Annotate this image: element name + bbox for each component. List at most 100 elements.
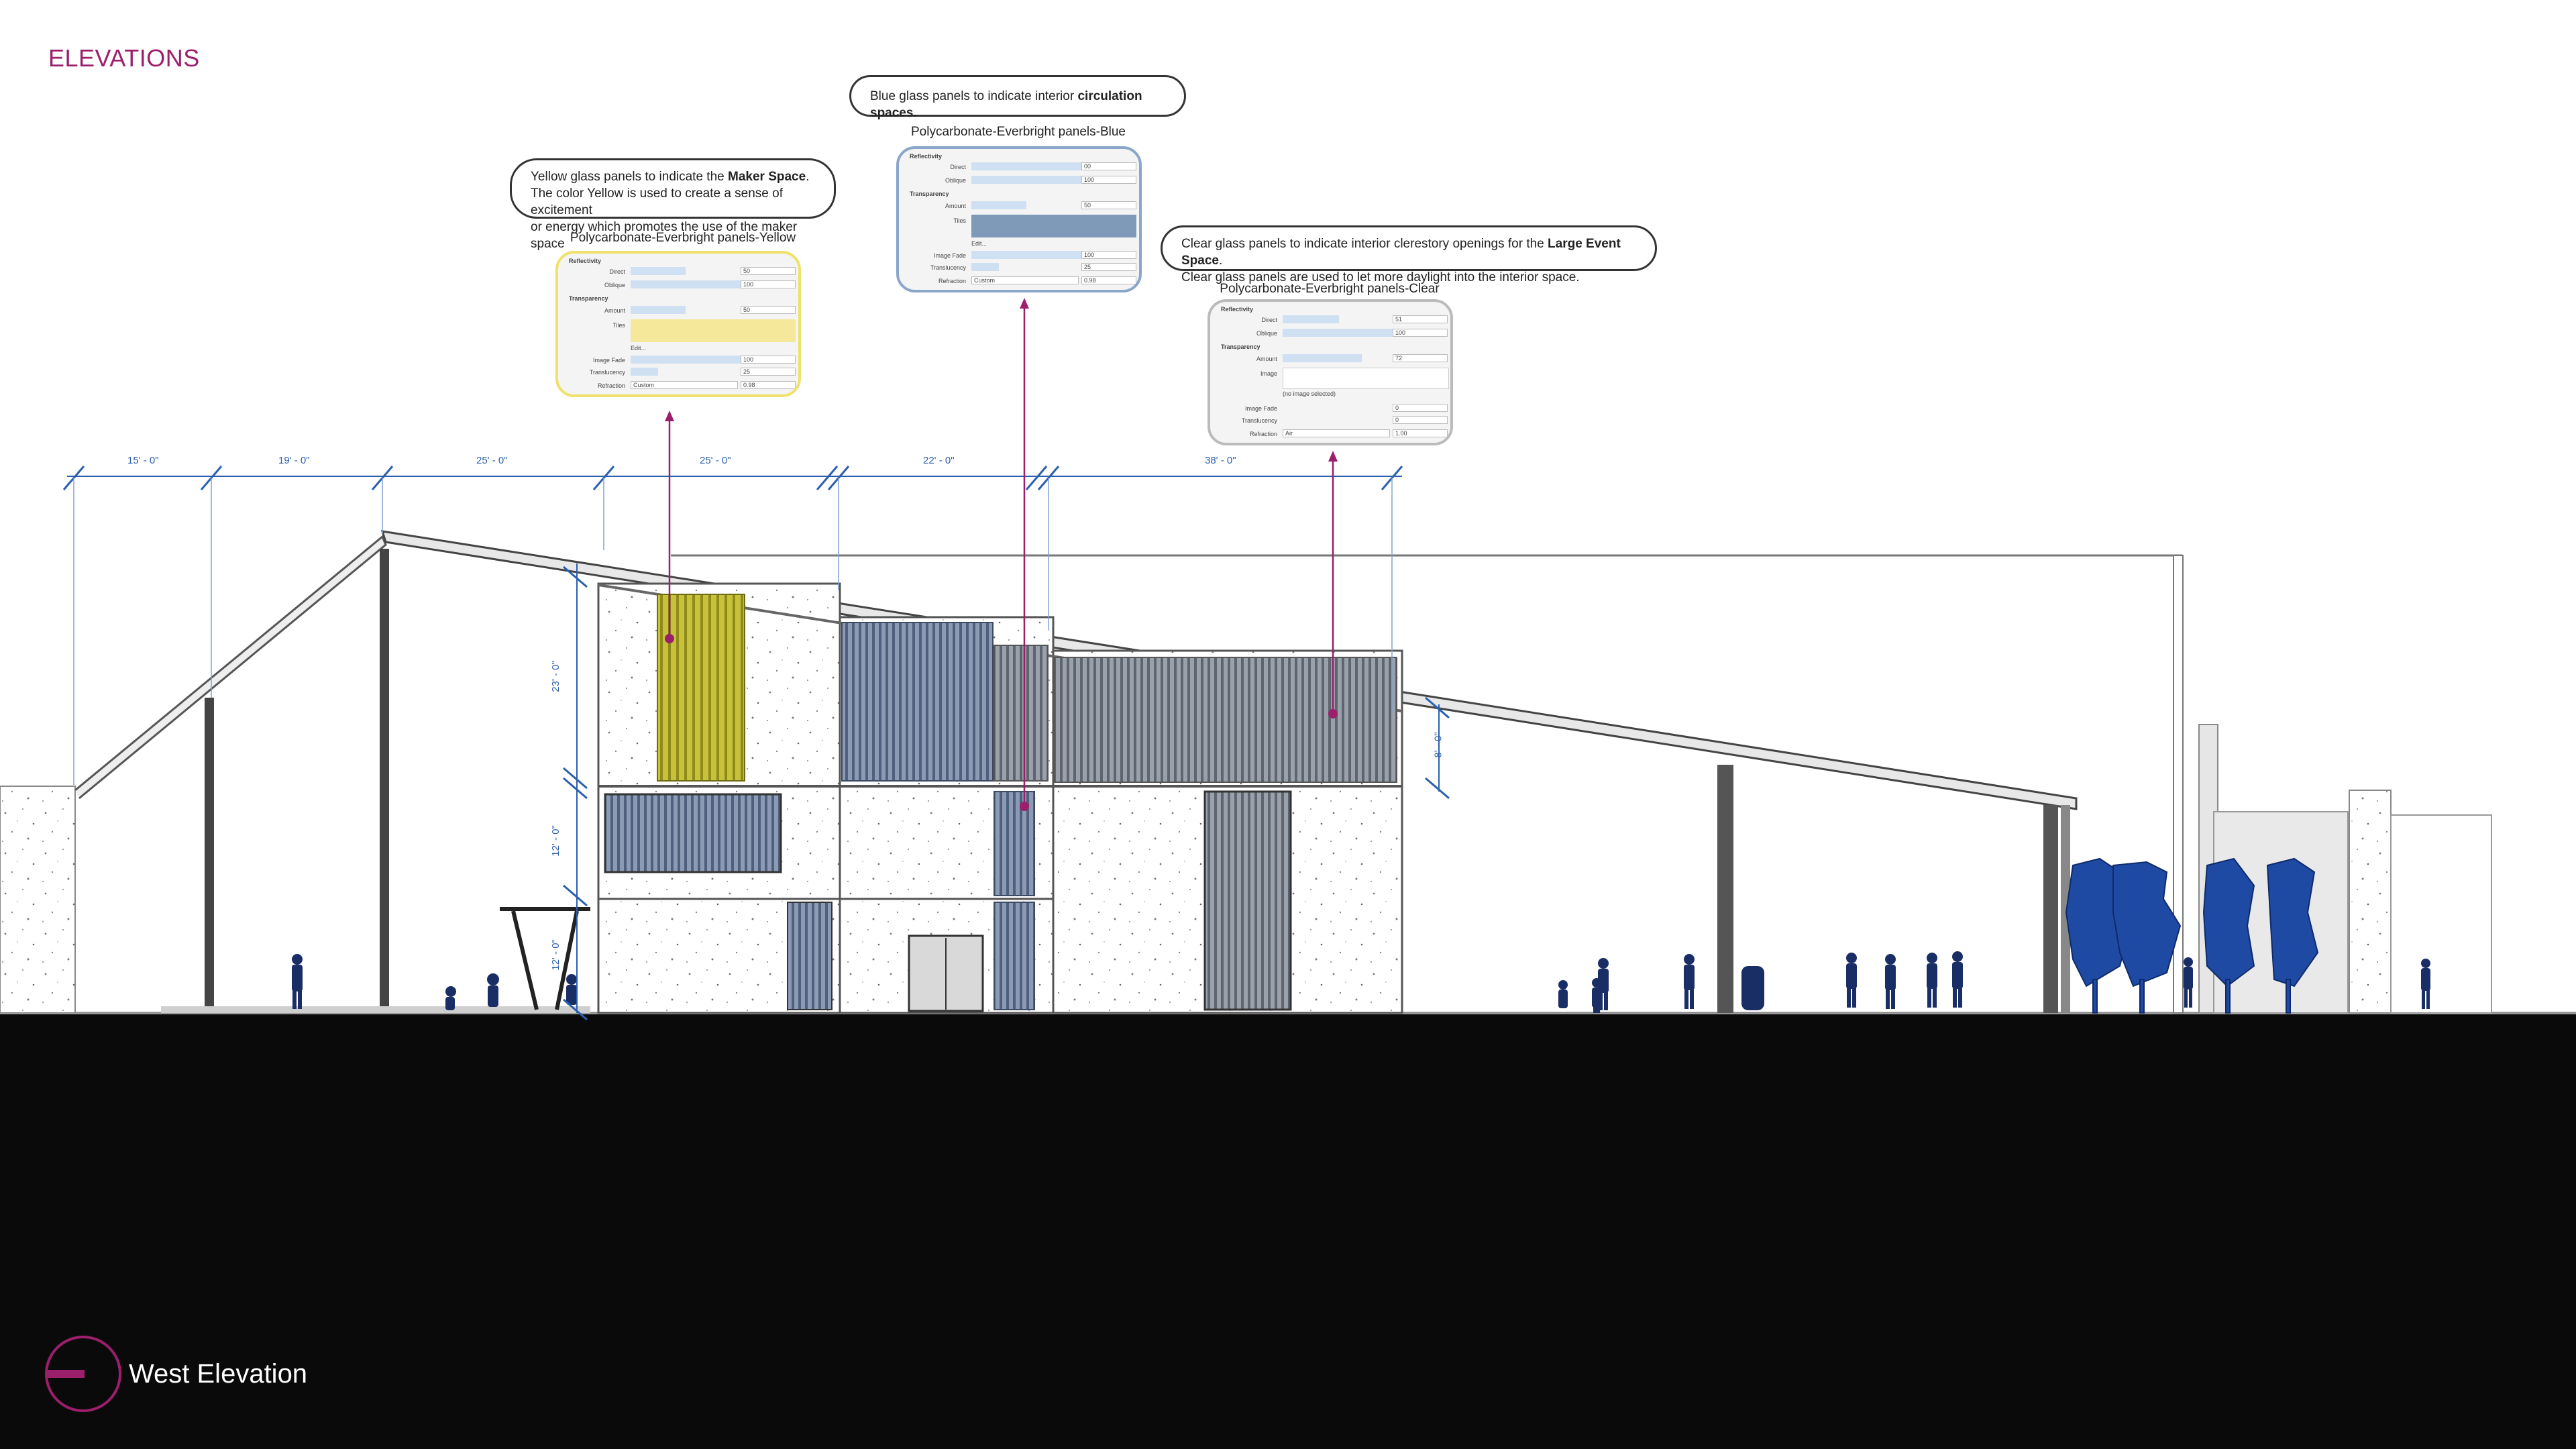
yellow-direct-value: 50 (741, 267, 796, 275)
clear-fade-value: 0 (1393, 404, 1448, 412)
clear-image-label: Image (1260, 370, 1277, 377)
callout-yellow-line3: or energy which promotes the use of the … (531, 220, 798, 251)
blue-amount-bar (971, 201, 1026, 209)
blue-oblique-bar (971, 176, 1081, 184)
yellow-tint-swatch (631, 319, 796, 342)
callout-clear-bold: Large Event Space (1181, 237, 1621, 268)
blue-edit-link[interactable]: Edit... (971, 240, 987, 247)
material-title-clear: Polycarbonate-Everbright panels-Clear (1220, 282, 1440, 296)
large-event-door (1203, 790, 1292, 1011)
gray-panel-mid (994, 645, 1049, 782)
vdim-label-1: 23' - 0" (549, 661, 561, 692)
clear-oblique-value: 100 (1393, 329, 1448, 337)
clear-refraction-value: 1.00 (1393, 429, 1448, 437)
clear-direct-bar (1283, 315, 1339, 323)
page-heading: ELEVATIONS (48, 44, 200, 72)
dim-label-3: 25' - 0" (476, 455, 508, 466)
yellow-direct-bar (631, 267, 686, 275)
yellow-fade-bar (631, 356, 741, 364)
blue-direct-bar (971, 162, 1088, 170)
blue-amount-label: Amount (945, 203, 966, 209)
clear-transparency-header: Transparency (1221, 343, 1260, 350)
blue-tint-swatch (971, 215, 1136, 237)
clear-translucency-label: Translucency (1241, 417, 1277, 424)
leader-dots (665, 634, 1338, 811)
blue-transparency-header: Transparency (910, 191, 949, 197)
blue-refraction-value: 0.98 (1081, 276, 1136, 284)
material-title-blue: Polycarbonate-Everbright panels-Blue (910, 125, 1126, 139)
dim-label-2: 19' - 0" (278, 455, 310, 466)
canopy-column-1 (205, 698, 214, 1013)
clear-direct-label: Direct (1261, 317, 1277, 323)
dim-label-4: 25' - 0" (700, 455, 731, 466)
yellow-oblique-bar (631, 280, 741, 288)
vdim-label-3: 12' - 0" (549, 939, 561, 971)
yellow-amount-value: 50 (741, 306, 796, 314)
leader-lines (668, 303, 1334, 806)
callout-blue: Blue glass panels to indicate interior c… (849, 75, 1186, 120)
material-panel-yellow: Reflectivity Direct 50 Oblique 100 Trans… (555, 251, 801, 397)
yellow-transparency-header: Transparency (569, 295, 608, 302)
yellow-translucency-bar (631, 368, 658, 376)
yellow-oblique-label: Oblique (604, 282, 625, 288)
view-marker-bar (46, 1370, 85, 1378)
yellow-oblique-value: 100 (741, 280, 796, 288)
left-canopy (74, 535, 387, 800)
left-wall (0, 786, 76, 1014)
yellow-tint-label: Tiles (612, 322, 625, 329)
callout-yellow-post: . (806, 170, 810, 184)
vdim-ticks (563, 566, 1450, 1021)
dimension-witness-lines (73, 478, 1393, 785)
canopy-column-3 (1717, 765, 1733, 1013)
vdim-label-4: 8' - 0" (1432, 732, 1444, 758)
ground-band (0, 1014, 2576, 1449)
right-building-4 (2390, 814, 2492, 1014)
yellow-fade-label: Image Fade (592, 357, 625, 364)
clear-oblique-bar (1283, 329, 1393, 337)
blue-refraction-label: Refraction (938, 278, 966, 284)
yellow-edit-link[interactable]: Edit... (631, 345, 647, 352)
blue-translucency-label: Translucency (930, 264, 966, 271)
clear-image-slot[interactable] (1283, 368, 1449, 389)
dimension-ticks (62, 466, 1403, 490)
leader-arrowheads (665, 298, 1338, 462)
blue-fade-bar (971, 251, 1081, 259)
yellow-amount-label: Amount (604, 307, 625, 314)
clear-refraction-mode[interactable]: Air (1283, 429, 1390, 437)
blue-oblique-label: Oblique (945, 177, 966, 184)
callout-yellow-bold: Maker Space (728, 170, 806, 184)
callout-yellow: Yellow glass panels to indicate the Make… (510, 158, 836, 251)
blue-tint-label: Tiles (953, 217, 966, 224)
blue-translucency-value: 25 (1081, 263, 1136, 271)
clear-amount-label: Amount (1256, 356, 1277, 362)
yellow-amount-bar (631, 306, 686, 314)
canopy-column-2 (380, 549, 389, 1013)
clear-no-image: (no image selected) (1283, 390, 1336, 397)
view-title: West Elevation (129, 1359, 308, 1389)
tree-group (2065, 857, 2319, 1014)
clear-refraction-label: Refraction (1249, 431, 1277, 437)
door-left (787, 902, 833, 1010)
blue-glass-panel-upper (841, 622, 994, 782)
blue-refraction-mode[interactable]: Custom (971, 276, 1079, 284)
dim-label-5: 22' - 0" (923, 455, 955, 466)
clear-reflectivity-header: Reflectivity (1221, 306, 1254, 313)
clear-direct-value: 51 (1393, 315, 1448, 323)
yellow-direct-label: Direct (609, 268, 625, 275)
yellow-refraction-label: Refraction (597, 382, 625, 389)
yellow-translucency-label: Translucency (589, 369, 625, 376)
blue-direct-value: 00 (1081, 162, 1136, 170)
blue-amount-value: 50 (1081, 201, 1136, 209)
yellow-refraction-mode[interactable]: Custom (631, 381, 738, 389)
yellow-reflectivity-header: Reflectivity (569, 258, 602, 264)
yellow-translucency-value: 25 (741, 368, 796, 376)
yellow-fade-value: 100 (741, 356, 796, 364)
material-panel-blue: Reflectivity Direct 00 Oblique 100 Trans… (896, 146, 1142, 292)
callout-blue-text: Blue glass panels to indicate interior (870, 89, 1078, 103)
clear-clerestory-panel (1054, 657, 1397, 783)
blue-reflectivity-header: Reflectivity (910, 153, 943, 160)
callout-yellow-line2: The color Yellow is used to create a sen… (531, 186, 784, 217)
clear-oblique-label: Oblique (1256, 330, 1277, 337)
clear-translucency-value: 0 (1393, 416, 1448, 424)
